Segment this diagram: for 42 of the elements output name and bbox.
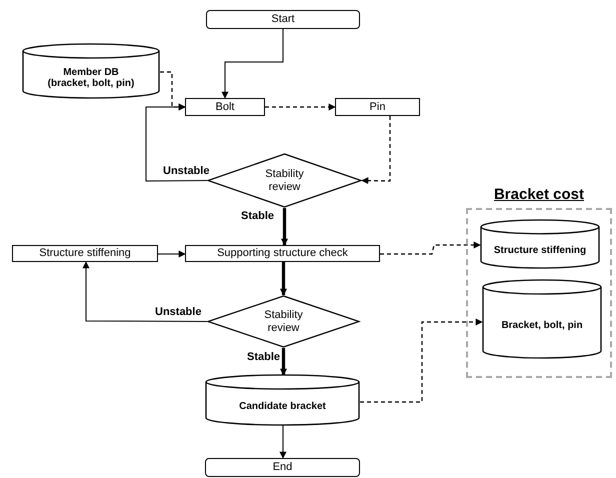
- process-box: [185, 98, 265, 116]
- decision-diamond: [207, 153, 362, 208]
- node-label: Bolt: [216, 100, 234, 114]
- node-label: Structure stiffening: [492, 245, 588, 257]
- node-label: Stability review: [263, 308, 304, 334]
- arrow: [280, 424, 286, 459]
- process-box: [185, 245, 380, 262]
- arrow: [361, 116, 391, 184]
- arrow: [281, 208, 288, 246]
- edge-label: Stable: [240, 210, 276, 222]
- edge-label: Stable: [246, 351, 282, 364]
- node-label: Member DB: [62, 66, 120, 78]
- process-box: [12, 245, 158, 262]
- start-end-box: [206, 10, 360, 29]
- node-label: Supporting structure check: [217, 247, 348, 260]
- edge-label: Unstable: [154, 306, 202, 318]
- node-label: End: [272, 461, 292, 474]
- node-label: Bracket, bolt, pin: [500, 320, 584, 332]
- edge-label: Unstable: [162, 165, 210, 178]
- arrow: [380, 242, 481, 255]
- node-label: Candidate bracket: [238, 401, 327, 413]
- node-label: Structure stiffening: [39, 247, 131, 260]
- arrow: [146, 104, 208, 182]
- node-label: (bracket, bolt, pin): [46, 78, 136, 90]
- database-cylinder: [482, 280, 602, 358]
- process-box: [335, 98, 420, 116]
- database-cylinder: [22, 44, 160, 98]
- node-label: Stability review: [264, 168, 305, 194]
- database-cylinder: [480, 220, 600, 268]
- arrow: [280, 262, 287, 296]
- group-heading: Bracket cost: [494, 186, 584, 205]
- arrow: [222, 28, 284, 99]
- arrow: [280, 348, 287, 376]
- arrow: [158, 250, 186, 258]
- arrow: [360, 318, 483, 403]
- arrow: [82, 261, 208, 322]
- database-cylinder: [205, 375, 360, 425]
- decision-diamond: [207, 295, 360, 348]
- node-label: Start: [271, 13, 295, 26]
- arrow: [265, 104, 336, 110]
- start-end-box: [205, 458, 360, 477]
- node-label: Pin: [370, 100, 386, 114]
